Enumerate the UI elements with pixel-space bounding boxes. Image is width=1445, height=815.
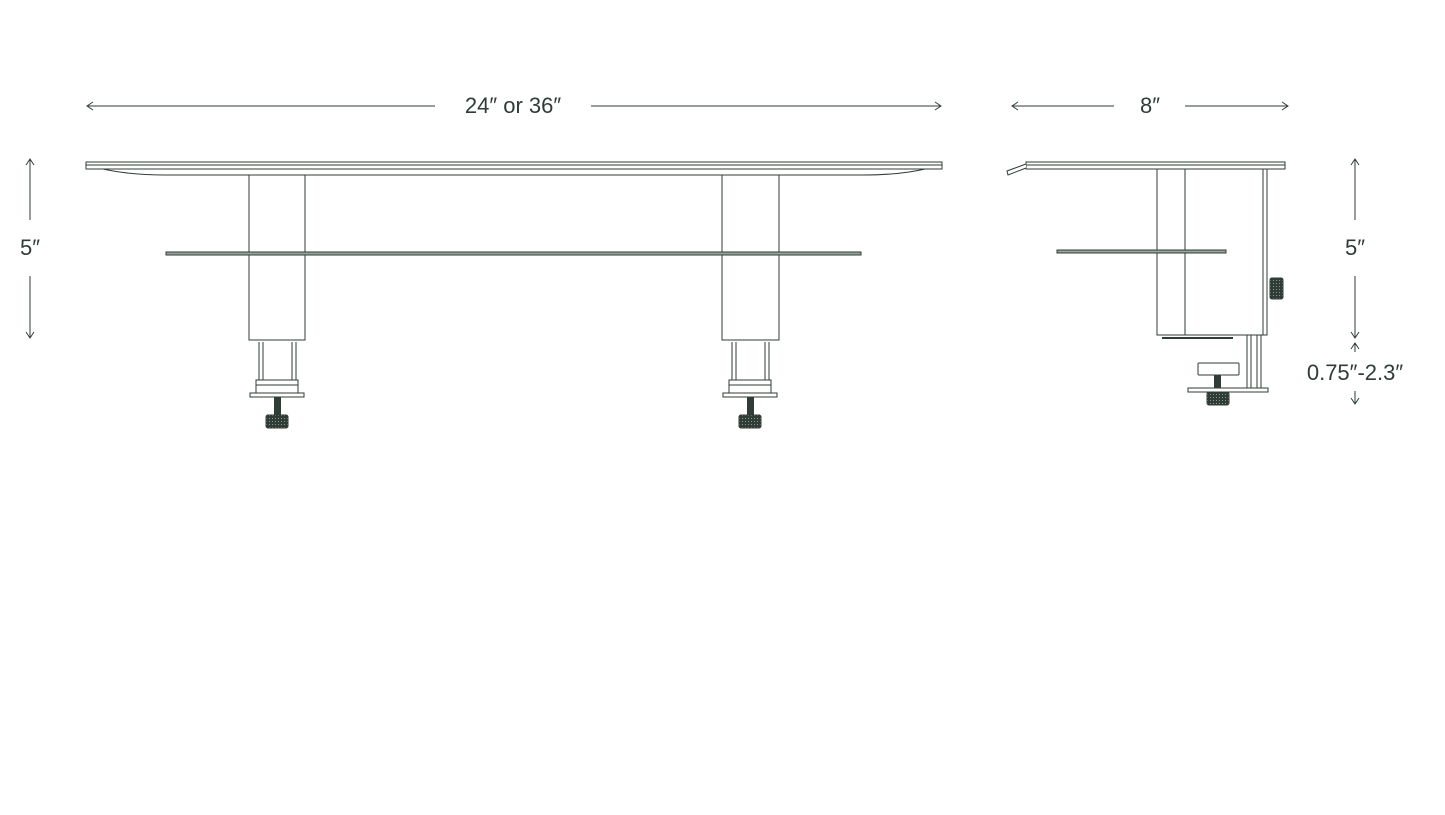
side-clamp-knob	[1206, 391, 1230, 406]
front-height-label: 5″	[20, 235, 40, 260]
side-clamp-plate	[1187, 387, 1269, 393]
front-clamp-left	[249, 341, 305, 429]
front-shelf	[165, 251, 862, 256]
side-shelf	[1056, 249, 1227, 254]
front-underside	[102, 168, 926, 176]
front-post-left	[248, 174, 306, 341]
front-clamp-right	[722, 341, 778, 429]
side-clamp-pad	[1197, 362, 1240, 376]
side-lip	[1006, 163, 1027, 176]
front-width-label: 24″ or 36″	[465, 93, 562, 118]
side-depth-label: 8″	[1140, 93, 1160, 118]
front-post-right	[721, 174, 780, 341]
side-knob	[1269, 277, 1284, 300]
side-height-label: 5″	[1345, 235, 1365, 260]
front-view	[85, 161, 943, 429]
clamp-range-label: 0.75″-2.3″	[1307, 360, 1404, 385]
side-view	[1006, 161, 1286, 406]
dimension-arrows	[25, 101, 1360, 405]
